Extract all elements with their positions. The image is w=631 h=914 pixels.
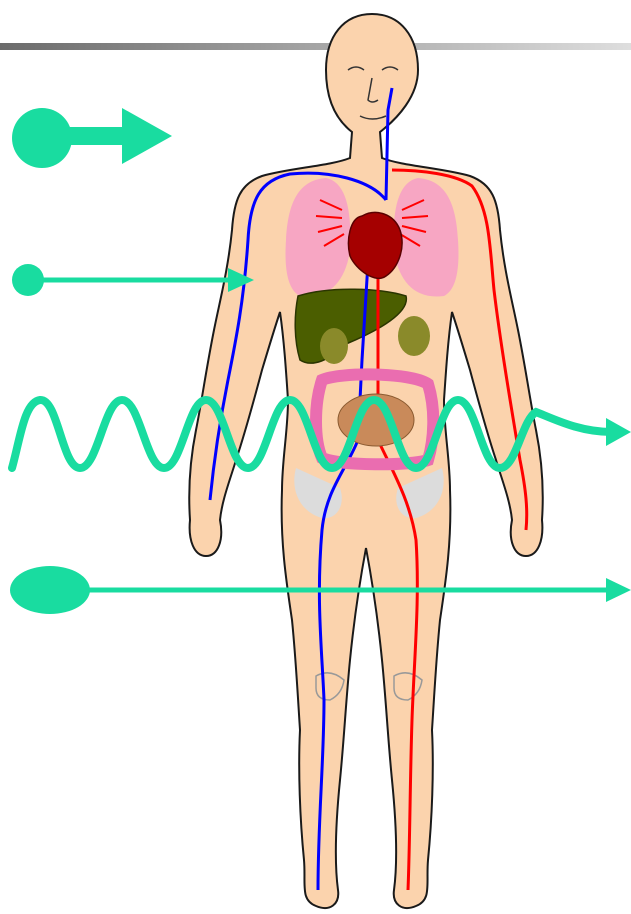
beta-particle-arrow-icon [12, 264, 254, 296]
alpha-particle-arrow-icon [12, 108, 172, 168]
header-divider-bar [0, 43, 631, 50]
